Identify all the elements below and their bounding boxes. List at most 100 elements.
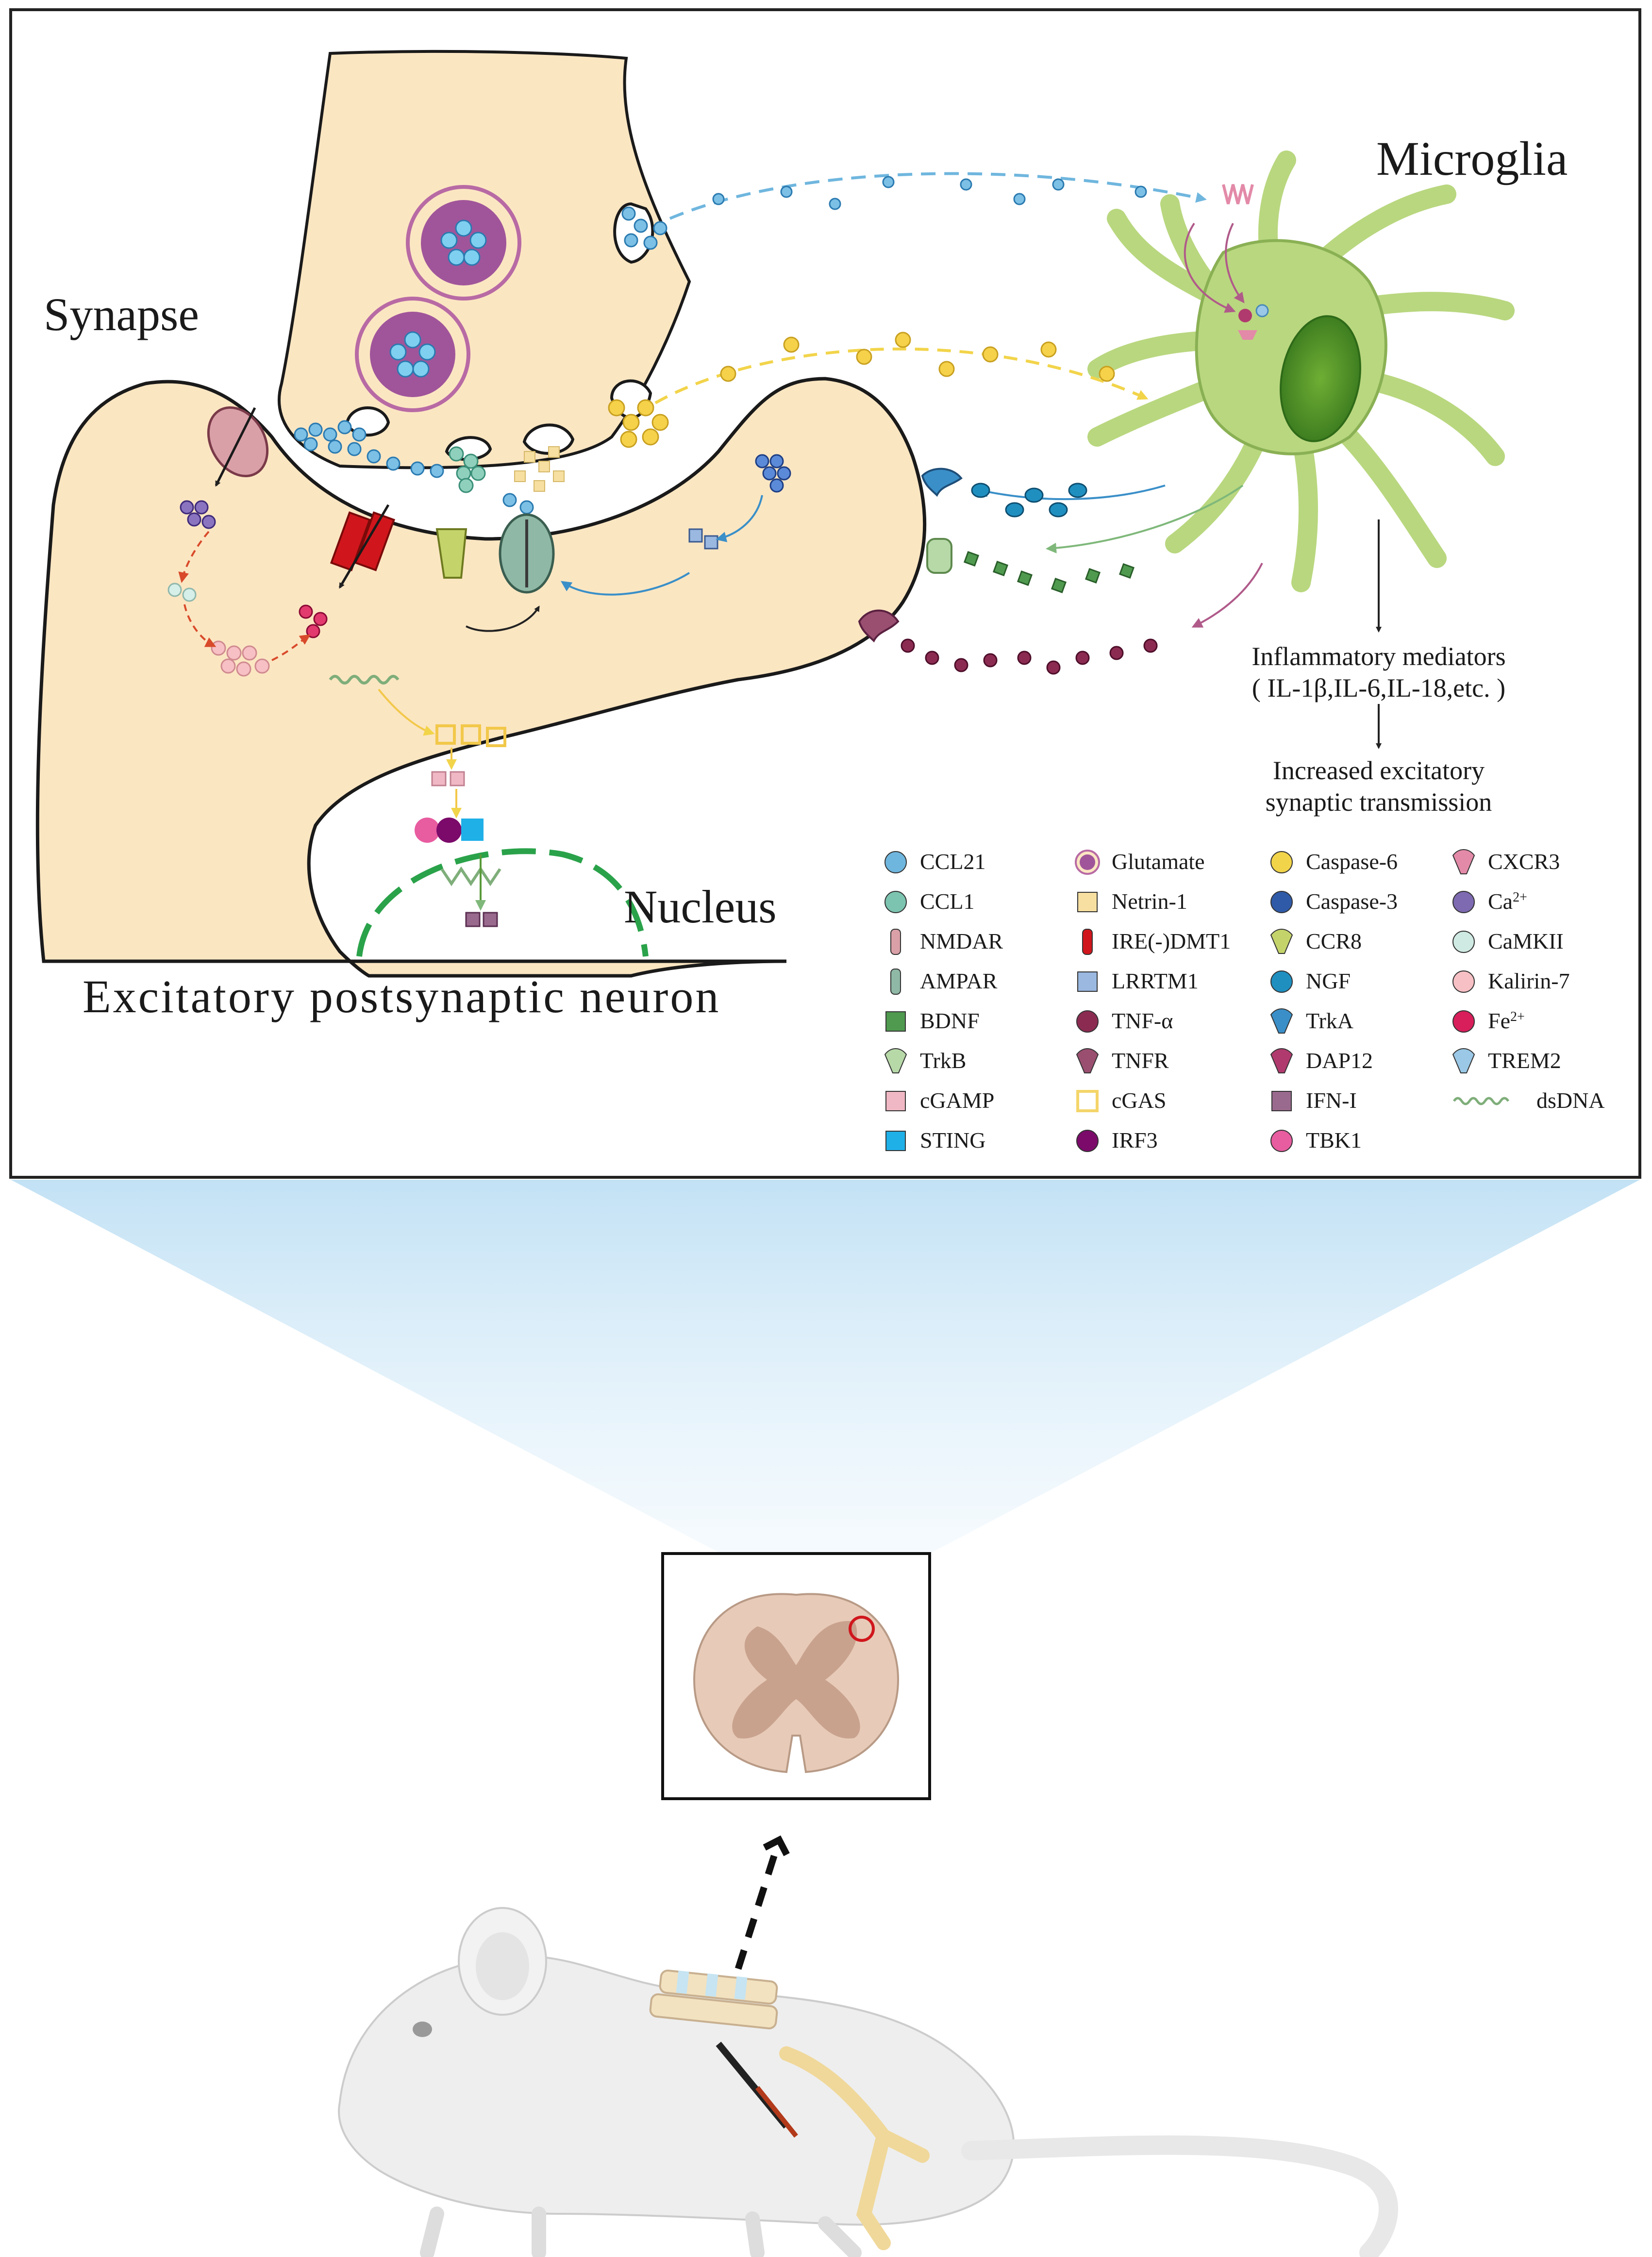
cascade-arrow [271,634,311,661]
legend-label: cGAMP [920,1088,994,1113]
irf3-circle-icon [1076,1130,1099,1152]
camkii-cluster [167,583,197,602]
lrrtm1-pair [688,528,718,550]
fe-sphere-icon [1452,1010,1475,1033]
legend-label: TBK1 [1306,1128,1362,1153]
netrin1-cluster [514,446,565,492]
legend-label: Netrin-1 [1112,889,1187,914]
cascade-arrow [178,531,210,583]
ifn-cluster [465,912,498,927]
cgas-arrow [378,688,435,736]
legend-label: CCL1 [920,889,974,914]
microglia-internal-arrow [1225,223,1245,303]
mediators-line1: Inflammatory mediators [1252,642,1505,671]
ccl21-sphere-icon [884,851,907,873]
legend-label: IFN-I [1306,1088,1357,1113]
legend-label: CXCR3 [1488,849,1560,874]
fe-cluster [299,604,328,638]
glutamate-vesicle [406,185,521,301]
legend-label: STING [920,1128,985,1153]
legend-label: CCR8 [1306,929,1362,953]
cxcr3-receptor-icon [1452,849,1475,874]
tnf-particles [901,638,1158,675]
cascade-arrow [184,604,217,647]
zoom-beam [11,1180,1640,1554]
caspase6-path [654,347,1149,404]
ccr8-receptor [435,528,467,579]
mouse-illustration [338,1907,1398,2257]
trka-receptor-icon [1270,1008,1293,1034]
caspase3-cluster [755,454,791,493]
ccl21-path [669,172,1207,220]
ngf-path [978,485,1166,501]
lrrtm1-arrow [561,572,690,596]
legend-label: Kalirin-7 [1488,969,1570,993]
legend-label: Glutamate [1112,849,1205,874]
caspase6-sphere-icon [1270,851,1293,873]
tnf-sphere-icon [1076,1010,1099,1033]
synapse-label: Synapse [44,288,199,340]
intracellular-arrow [466,605,540,632]
legend-label: Caspase-3 [1306,889,1398,914]
cgas-square-icon [1076,1090,1099,1112]
legend-label: TNFR [1112,1048,1169,1073]
caspase3-arrow [716,495,763,542]
legend: CCL21CCL1NMDARAMPARBDNFTrkBcGAMPSTINGGlu… [884,849,1605,1153]
legend-superscript: 2+ [1513,890,1527,905]
postsynaptic-neuron [35,377,927,978]
trkb-receptor [926,538,952,574]
dsdna-helix [329,675,400,685]
legend-label: cGAS [1112,1088,1166,1113]
glutamate-vesicle [355,297,470,412]
dap12-trem2 [1238,304,1269,340]
ngf-sphere-icon [1270,970,1293,993]
tnf-path [1191,563,1263,628]
netrin-square-icon [1077,892,1098,912]
legend-label: LRRTM1 [1112,969,1199,993]
nuclear-envelope [356,848,649,957]
kalirin7-sphere-icon [1452,970,1475,993]
sting-square-icon [885,1131,906,1151]
transcription-dna [440,866,501,886]
legend-label: NMDAR [920,929,1003,953]
ampar-channel [499,513,555,594]
cxcr3-receptor [1222,184,1254,204]
caspase6-particles [720,332,1115,382]
legend-label: CCL21 [920,849,985,874]
legend-label: IRF3 [1112,1128,1158,1153]
ccl1-cluster [449,446,486,493]
legend-label: BDNF [920,1008,980,1033]
cgas-cluster [435,724,506,747]
legend-label: CaMKII [1488,929,1564,953]
legend-label: TREM2 [1488,1048,1561,1073]
ifn-square-icon [1271,1091,1292,1111]
caspase6-cluster [608,399,669,448]
ccl21-particles [712,176,1147,210]
ngf-particles [971,483,1087,518]
microglia-internal-arrow [1184,222,1236,313]
legend-superscript: 2+ [1510,1009,1525,1024]
dmt1-channel-icon [1082,929,1093,955]
spinal-cord-gray-matter [732,1621,860,1739]
outcome-line2: synaptic transmission [1266,787,1492,817]
ca-sphere-icon [1452,891,1475,913]
glutamate-vesicle-icon [1075,850,1100,875]
nmdar-channel [207,406,269,487]
legend-label: TrkA [1306,1008,1353,1033]
tnfr-receptor [858,609,900,643]
legend-label: TrkB [920,1048,966,1073]
camkii-sphere-icon [1452,931,1475,953]
legend-label: IRE(-)DMT1 [1112,929,1231,953]
bdnf-particles [963,551,1135,594]
microglia-cell [1087,150,1515,592]
legend-label: NGF [1306,969,1351,993]
ampar-channel-icon [890,969,901,995]
zoom-arrow [725,1835,790,2002]
tnfr-receptor-icon [1076,1048,1099,1073]
nucleus-label: Nucleus [624,881,777,933]
cgamp-cluster [431,771,465,786]
neuron-label: Excitatory postsynaptic neuron [83,970,720,1022]
microglia-label: Microglia [1376,132,1568,185]
ccl1-sphere-icon [884,891,907,913]
dap12-receptor-icon [1270,1048,1293,1073]
